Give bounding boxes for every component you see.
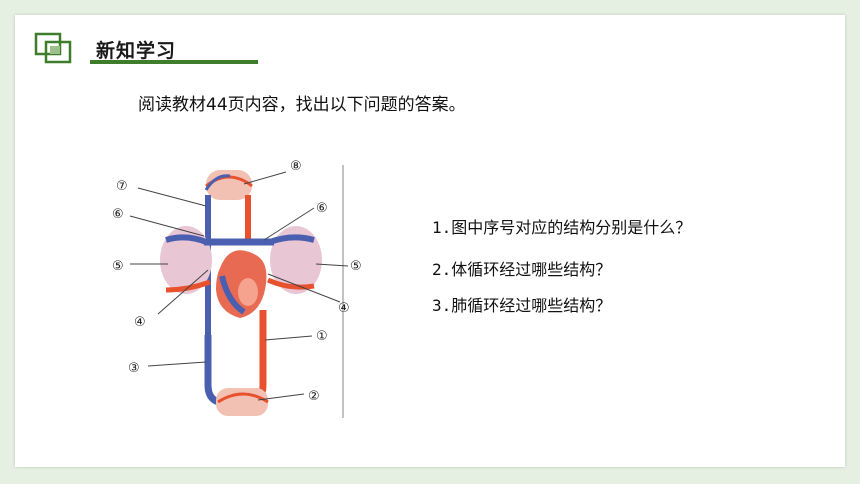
label-2: ② (308, 389, 320, 404)
section-logo-icon (34, 32, 72, 64)
question-1: 1.图中序号对应的结构分别是什么？ (432, 218, 692, 237)
label-1: ① (316, 329, 328, 344)
slide (15, 15, 845, 467)
label-7: ⑦ (116, 179, 128, 194)
label-5-right: ⑤ (350, 259, 362, 274)
head-capillaries (204, 170, 253, 200)
label-6-left: ⑥ (112, 207, 124, 222)
body-capillaries (216, 388, 269, 416)
label-4-left: ④ (134, 315, 146, 330)
label-5-left: ⑤ (112, 259, 124, 274)
title-underline (90, 60, 258, 64)
label-4-right: ④ (338, 301, 350, 316)
right-lung (266, 226, 322, 294)
section-title: 新知学习 (96, 40, 177, 62)
label-6-right: ⑥ (316, 201, 328, 216)
left-lung (160, 226, 212, 294)
heart (216, 250, 267, 318)
circulation-diagram: ⑦ ⑥ ⑤ ④ ③ ⑧ ⑥ ⑤ ④ ① ② (112, 159, 362, 418)
question-3: 3.肺循环经过哪些结构？ (432, 296, 612, 315)
label-8: ⑧ (290, 159, 302, 174)
label-3: ③ (128, 361, 140, 376)
question-2: 2.体循环经过哪些结构？ (432, 260, 612, 279)
intro-text: 阅读教材44页内容，找出以下问题的答案。 (138, 95, 466, 115)
